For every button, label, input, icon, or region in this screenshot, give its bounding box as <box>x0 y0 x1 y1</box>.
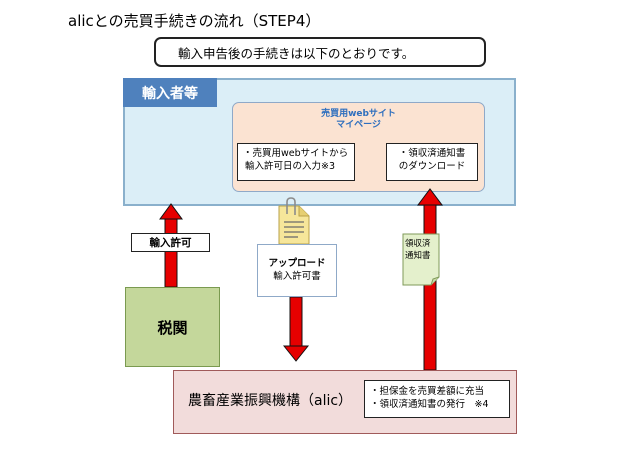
receipt-label-line2: 通知書 <box>405 251 431 261</box>
customs-box: 税関 <box>125 287 220 367</box>
importer-label: 輸入者等 <box>123 78 217 107</box>
alic-process-line1: ・担保金を売買差額に充当 <box>370 386 485 397</box>
note-text: 輸入申告後の手続きは以下のとおりです。 <box>178 45 415 61</box>
upload-label-line1: アップロード <box>268 258 326 269</box>
website-title-line1: 売買用webサイト <box>321 109 396 119</box>
receipt-label: 領収済 通知書 <box>403 234 439 266</box>
receipt-label-line1: 領収済 <box>405 239 431 249</box>
input-permit-date-line1: ・売買用webサイトから <box>243 148 349 159</box>
receipt-document-icon <box>402 233 440 286</box>
document-clip-icon <box>278 197 310 245</box>
customs-label: 税関 <box>157 318 188 337</box>
website-title-line2: マイページ <box>336 120 381 130</box>
note-box: 輸入申告後の手続きは以下のとおりです。 <box>154 37 486 67</box>
alic-process-box: ・担保金を売買差額に充当 ・領収済通知書の発行 ※4 <box>364 380 510 418</box>
upload-box: アップロード 輸入許可書 <box>257 244 337 297</box>
input-permit-date-line2: 輸入許可日の入力※3 <box>245 161 336 172</box>
input-permit-date-box: ・売買用webサイトから 輸入許可日の入力※3 <box>237 143 355 181</box>
page-title: alicとの売買手続きの流れ（STEP4） <box>68 12 321 30</box>
website-title: 売買用webサイト マイページ <box>232 109 485 131</box>
alic-label: 農畜産業振興機構（alic） <box>188 393 353 409</box>
download-receipt-line1: ・領収済通知書 <box>398 148 466 159</box>
upload-label-line2: 輸入許可書 <box>273 271 321 282</box>
download-receipt-box: ・領収済通知書 のダウンロード <box>386 143 478 181</box>
upload-arrow <box>282 296 310 362</box>
alic-process-line2: ・領収済通知書の発行 ※4 <box>370 399 489 410</box>
download-receipt-line2: のダウンロード <box>398 161 466 172</box>
permit-label: 輸入許可 <box>131 233 210 252</box>
